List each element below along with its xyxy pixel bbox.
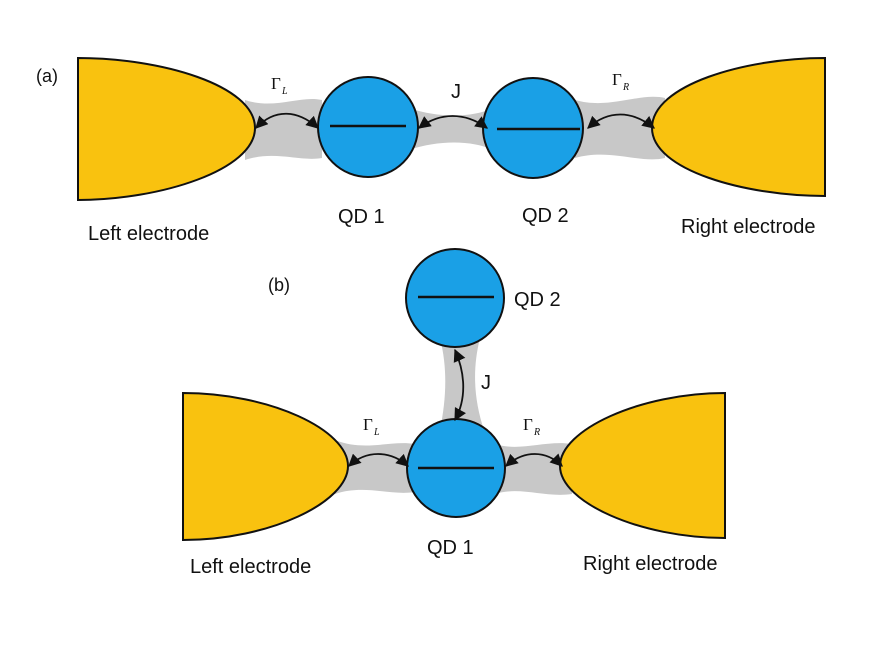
left-electrode-a <box>77 56 257 202</box>
coupling-arrow-middle-a <box>417 115 489 129</box>
coupling-arrow-left-b <box>348 453 409 467</box>
gamma-right-label-a: Γ R <box>612 70 629 93</box>
dot1-label-b: QD 1 <box>427 537 474 559</box>
svg-text:L: L <box>281 86 288 97</box>
svg-text:Γ: Γ <box>523 415 533 434</box>
svg-text:Γ: Γ <box>612 70 622 89</box>
coupling-arrow-left-a <box>255 112 319 129</box>
right-electrode-b <box>558 391 726 540</box>
tunnel-region-left-b <box>335 440 415 494</box>
svg-text:Γ: Γ <box>271 74 281 93</box>
svg-text:Γ: Γ <box>363 415 373 434</box>
right-electrode-label-b: Right electrode <box>583 553 718 575</box>
panel-a-label: (a) <box>36 66 58 86</box>
gamma-left-label-b: Γ L <box>363 415 380 438</box>
gamma-right-label-b: Γ R <box>523 415 540 438</box>
right-electrode-label-a: Right electrode <box>681 216 816 238</box>
right-electrode-a <box>650 56 826 198</box>
svg-text:L: L <box>373 427 380 438</box>
gamma-left-label-a: Γ L <box>271 74 288 97</box>
dot2-label-b: QD 2 <box>514 289 561 311</box>
dot2-label-a: QD 2 <box>522 205 569 227</box>
left-electrode-b <box>182 391 350 542</box>
tunnel-region-vertical-b <box>440 338 484 430</box>
svg-text:R: R <box>622 82 629 93</box>
left-electrode-label-b: Left electrode <box>190 556 311 578</box>
panel-a: (a) Γ L J Γ R Left electrode QD 1 QD 2 R… <box>36 56 826 245</box>
coupling-arrow-vertical-b <box>453 348 466 422</box>
coupling-arrow-right-b <box>505 453 563 467</box>
tunnel-region-middle-a <box>408 108 494 150</box>
panel-b-label: (b) <box>268 275 290 295</box>
coupling-arrow-right-a <box>587 113 655 129</box>
coupling-label-b: J <box>481 372 491 394</box>
tunnel-region-left-a <box>245 98 322 160</box>
left-electrode-label-a: Left electrode <box>88 223 209 245</box>
panel-b: (b) QD 2 J Γ L Γ R Left electrode QD 1 R… <box>182 248 726 578</box>
dot1-label-a: QD 1 <box>338 206 385 228</box>
svg-text:R: R <box>533 427 540 438</box>
coupling-label-a: J <box>451 81 461 103</box>
